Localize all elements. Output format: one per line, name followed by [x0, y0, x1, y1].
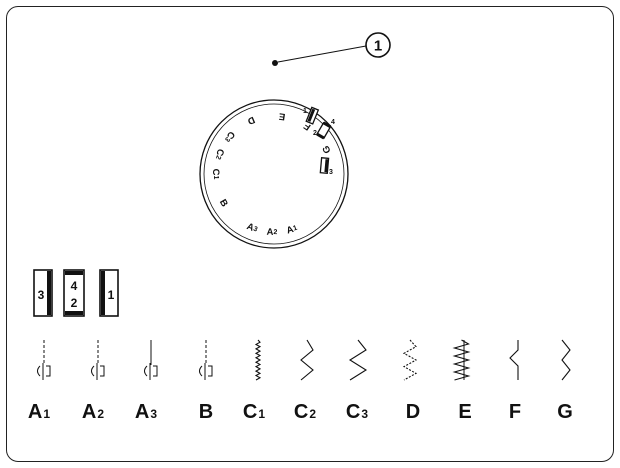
callout-number: 1 [374, 38, 382, 55]
fine-zigzag-stitch-icon [254, 339, 262, 381]
dial-box-number-4: 4 [331, 119, 335, 126]
buttonhole-box-3-label: 3 [38, 288, 45, 302]
buttonhole-box-4-2: 4 2 [63, 269, 85, 317]
buttonhole-step-boxes: 3 4 2 1 [33, 269, 119, 317]
dial-inner-ring [203, 103, 345, 245]
dial-label-d: D [246, 114, 257, 127]
three-step-zigzag-stitch-icon [402, 339, 418, 381]
dial-label-e: E [278, 111, 286, 123]
legend-label-a1: A1 [28, 401, 50, 423]
dial-label-a3: A3 [245, 221, 259, 235]
dial-outer-ring [199, 99, 349, 249]
legend-item-b: B [199, 340, 213, 423]
buttonhole-stitch-icon [91, 340, 105, 380]
buttonhole-stitch-icon [144, 340, 158, 380]
blind-hem-stitch-icon [509, 340, 519, 380]
dial-buttonhole-step-3: 3 [319, 157, 333, 176]
buttonhole-box-4-label: 4 [71, 279, 78, 293]
legend-label-a3: A3 [135, 401, 157, 423]
dial-label-a1: A1 [285, 222, 299, 236]
dial-box-number-2: 2 [313, 130, 317, 137]
legend-label-c3: C3 [346, 401, 368, 423]
legend-label-f: F [509, 401, 521, 423]
dial-buttonhole-step-1: 1 [303, 106, 320, 125]
legend-item-g: G [557, 339, 573, 423]
zigzag-stitch-icon [300, 339, 314, 381]
legend-item-f: F [509, 340, 521, 423]
dial-labels: A1 A2 A3 B C1 C2 C3 D E F G [210, 111, 333, 238]
legend-item-a1: A1 [28, 340, 51, 423]
buttonhole-stitch-icon [37, 340, 51, 380]
dial-label-f: F [302, 120, 313, 132]
buttonhole-stitch-icon [199, 340, 213, 380]
elastic-blind-hem-stitch-icon [561, 339, 571, 381]
legend-label-d: D [406, 401, 420, 423]
legend-item-e: E [452, 339, 472, 423]
legend-label-g: G [557, 401, 573, 423]
dial-box-number-3: 3 [329, 169, 333, 176]
wide-zigzag-stitch-icon [348, 339, 368, 381]
overcast-stitch-icon [452, 339, 471, 381]
legend-label-b: B [199, 401, 213, 423]
dial-label-c1: C1 [210, 169, 221, 180]
dial-label-b: B [217, 197, 230, 209]
dial-buttonhole-step-2-4: 2 4 [313, 119, 335, 140]
callout-1: 1 [272, 32, 391, 66]
buttonhole-box-1: 1 [99, 269, 119, 317]
legend-item-a3: A3 [135, 340, 158, 423]
legend-label-c1: C1 [243, 401, 265, 423]
buttonhole-box-2-label: 2 [71, 296, 78, 310]
buttonhole-box-3: 3 [33, 269, 53, 317]
legend-item-c3: C3 [346, 339, 368, 423]
legend-label-a2: A2 [82, 401, 104, 423]
dial-label-c3: C3 [222, 129, 237, 144]
callout-circle [365, 32, 391, 58]
dial-box-number-1: 1 [303, 108, 307, 115]
legend-label-e: E [458, 401, 471, 423]
dial-label-a2: A2 [266, 226, 277, 237]
legend-item-c2: C2 [294, 339, 316, 423]
callout-leader-line [277, 45, 367, 63]
callout-anchor-dot [272, 60, 278, 66]
diagram-frame [6, 6, 614, 462]
legend-item-c1: C1 [243, 339, 265, 423]
legend-item-d: D [402, 339, 420, 423]
dial-label-c2: C2 [212, 147, 226, 161]
pattern-selector-dial[interactable]: A1 A2 A3 B C1 C2 C3 D E F G 1 2 4 3 [199, 99, 349, 249]
legend-item-a2: A2 [82, 340, 105, 423]
legend-label-c2: C2 [294, 401, 316, 423]
stitch-legend: A1 A2 A3 B C1 C2 C3 D E F G [28, 339, 573, 423]
dial-label-g: G [320, 144, 333, 155]
buttonhole-box-1-label: 1 [108, 288, 115, 302]
